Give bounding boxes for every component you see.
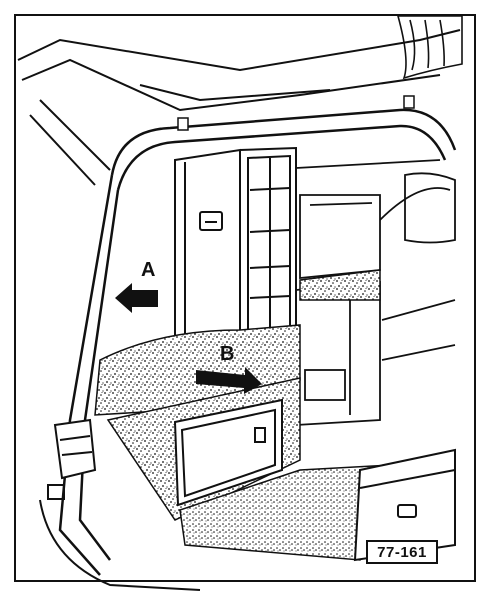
callout-a-label: A	[141, 259, 155, 281]
tail-light	[53, 418, 97, 480]
hinge-clips	[177, 95, 415, 131]
lower-storage-box	[173, 398, 283, 507]
right-floor-box	[353, 448, 456, 562]
curtain	[396, 15, 463, 80]
figure-reference-number: 77-161	[366, 540, 438, 564]
callout-a-arrow	[115, 283, 158, 313]
callout-b-label: B	[220, 343, 234, 365]
callout-b-arrow	[196, 367, 262, 394]
bumper	[39, 484, 201, 591]
tailgate	[17, 29, 461, 186]
